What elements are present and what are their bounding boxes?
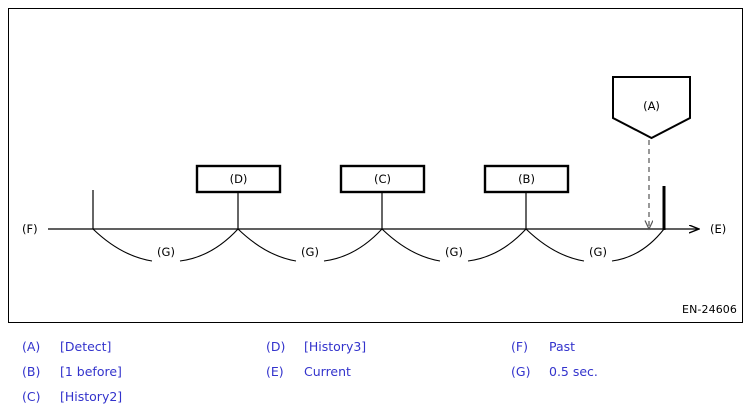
legend-key: (E) (266, 364, 284, 379)
interval-arc-3 (381, 228, 527, 262)
legend: (A) [Detect] (B) [1 before] (C) [History… (0, 334, 753, 412)
legend-column-2: (D) [History3] (E) Current (266, 334, 366, 384)
legend-item: (C) [History2] (22, 384, 122, 409)
interval-label-4: (G) (589, 245, 607, 259)
legend-column-1: (A) [Detect] (B) [1 before] (C) [History… (22, 334, 122, 409)
legend-key: (C) (22, 389, 41, 404)
figure-code: EN-24606 (682, 303, 737, 316)
interval-arc-1 (92, 228, 239, 262)
legend-column-3: (F) Past (G) 0.5 sec. (511, 334, 598, 384)
legend-value: [History2] (60, 389, 123, 404)
timeline-diagram: (G) (G) (G) (G) (F) (E) (D) (C) (B) (A) (22, 76, 726, 262)
legend-value: [1 before] (60, 364, 122, 379)
legend-key: (D) (266, 339, 286, 354)
legend-item: (G) 0.5 sec. (511, 359, 598, 384)
interval-arc-2 (237, 228, 383, 262)
interval-label-1: (G) (157, 245, 175, 259)
history-box-c-label: (C) (374, 172, 391, 186)
legend-item: (E) Current (266, 359, 366, 384)
legend-item: (F) Past (511, 334, 598, 359)
axis-label-past: (F) (22, 222, 38, 236)
interval-label-3: (G) (445, 245, 463, 259)
legend-item: (D) [History3] (266, 334, 366, 359)
legend-value: 0.5 sec. (549, 364, 598, 379)
interval-arc-4 (525, 228, 665, 262)
legend-key: (A) (22, 339, 41, 354)
legend-item: (A) [Detect] (22, 334, 122, 359)
interval-label-2: (G) (301, 245, 319, 259)
legend-key: (F) (511, 339, 528, 354)
history-box-b: (B) (483, 164, 570, 194)
legend-key: (G) (511, 364, 531, 379)
legend-value: Past (549, 339, 576, 354)
legend-key: (B) (22, 364, 41, 379)
legend-value: Current (304, 364, 351, 379)
detect-pentagon: (A) (612, 76, 691, 140)
legend-item: (B) [1 before] (22, 359, 122, 384)
history-box-c: (C) (339, 164, 426, 194)
detect-pentagon-label: (A) (643, 99, 660, 113)
legend-value: [Detect] (60, 339, 112, 354)
history-box-d: (D) (195, 164, 282, 194)
axis-label-current: (E) (710, 222, 726, 236)
history-box-b-label: (B) (518, 172, 535, 186)
legend-value: [History3] (304, 339, 367, 354)
history-box-d-label: (D) (230, 172, 248, 186)
